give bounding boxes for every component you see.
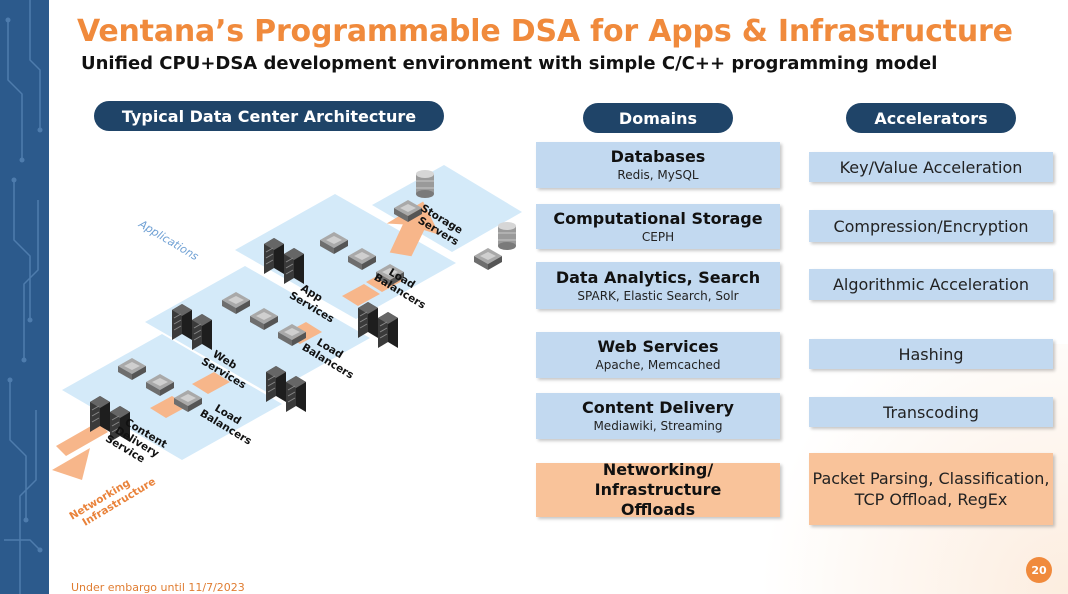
embargo-notice: Under embargo until 11/7/2023 [71, 581, 245, 594]
data-center-architecture-diagram: StorageServers AppServices LoadBalancers… [52, 165, 522, 529]
domain-title: Computational Storage [553, 208, 763, 228]
page-subtitle: Unified CPU+DSA development environment … [81, 53, 938, 74]
domain-subtitle: Apache, Memcached [595, 358, 721, 372]
domain-box-content-delivery: Content Delivery Mediawiki, Streaming [536, 393, 780, 439]
accelerator-box-algorithmic: Algorithmic Acceleration [809, 269, 1053, 300]
domain-box-web-services: Web Services Apache, Memcached [536, 332, 780, 378]
domain-box-computational-storage: Computational Storage CEPH [536, 204, 780, 249]
accelerator-box-key-value: Key/Value Acceleration [809, 152, 1053, 182]
domain-box-networking-offloads: Networking/ Infrastructure Offloads [536, 460, 780, 519]
domain-subtitle: Mediawiki, Streaming [593, 419, 723, 433]
domain-box-data-analytics: Data Analytics, Search SPARK, Elastic Se… [536, 262, 780, 309]
domains-heading-pill: Domains [583, 103, 733, 133]
page-number-badge: 20 [1026, 557, 1052, 583]
applications-label: Applications [136, 217, 201, 263]
accelerator-box-transcoding: Transcoding [809, 397, 1053, 427]
domain-subtitle: CEPH [641, 229, 675, 244]
domain-subtitle: Redis, MySQL [617, 168, 699, 182]
domain-subtitle: SPARK, Elastic Search, Solr [577, 288, 739, 303]
domain-title: Databases [610, 147, 706, 166]
app-platform [235, 194, 456, 319]
architecture-heading-pill: Typical Data Center Architecture [94, 101, 444, 131]
domain-box-databases: Databases Redis, MySQL [536, 142, 780, 188]
domain-title: Content Delivery [582, 398, 734, 417]
domain-title: Networking/ Infrastructure Offloads [594, 460, 722, 519]
accelerators-heading-pill: Accelerators [846, 103, 1016, 133]
accelerator-box-compression: Compression/Encryption [809, 210, 1053, 242]
web-platform [145, 266, 370, 394]
sidebar-decoration [0, 0, 49, 594]
accelerator-box-hashing: Hashing [809, 339, 1053, 369]
accelerator-label: Packet Parsing, Classification, TCP Offl… [812, 469, 1050, 509]
accelerator-box-packet-parsing: Packet Parsing, Classification, TCP Offl… [809, 453, 1053, 525]
page-title: Ventana’s Programmable DSA for Apps & In… [77, 14, 1013, 49]
storage-platform [372, 165, 522, 252]
domain-title: Data Analytics, Search [555, 267, 761, 287]
domain-title: Web Services [597, 337, 719, 356]
